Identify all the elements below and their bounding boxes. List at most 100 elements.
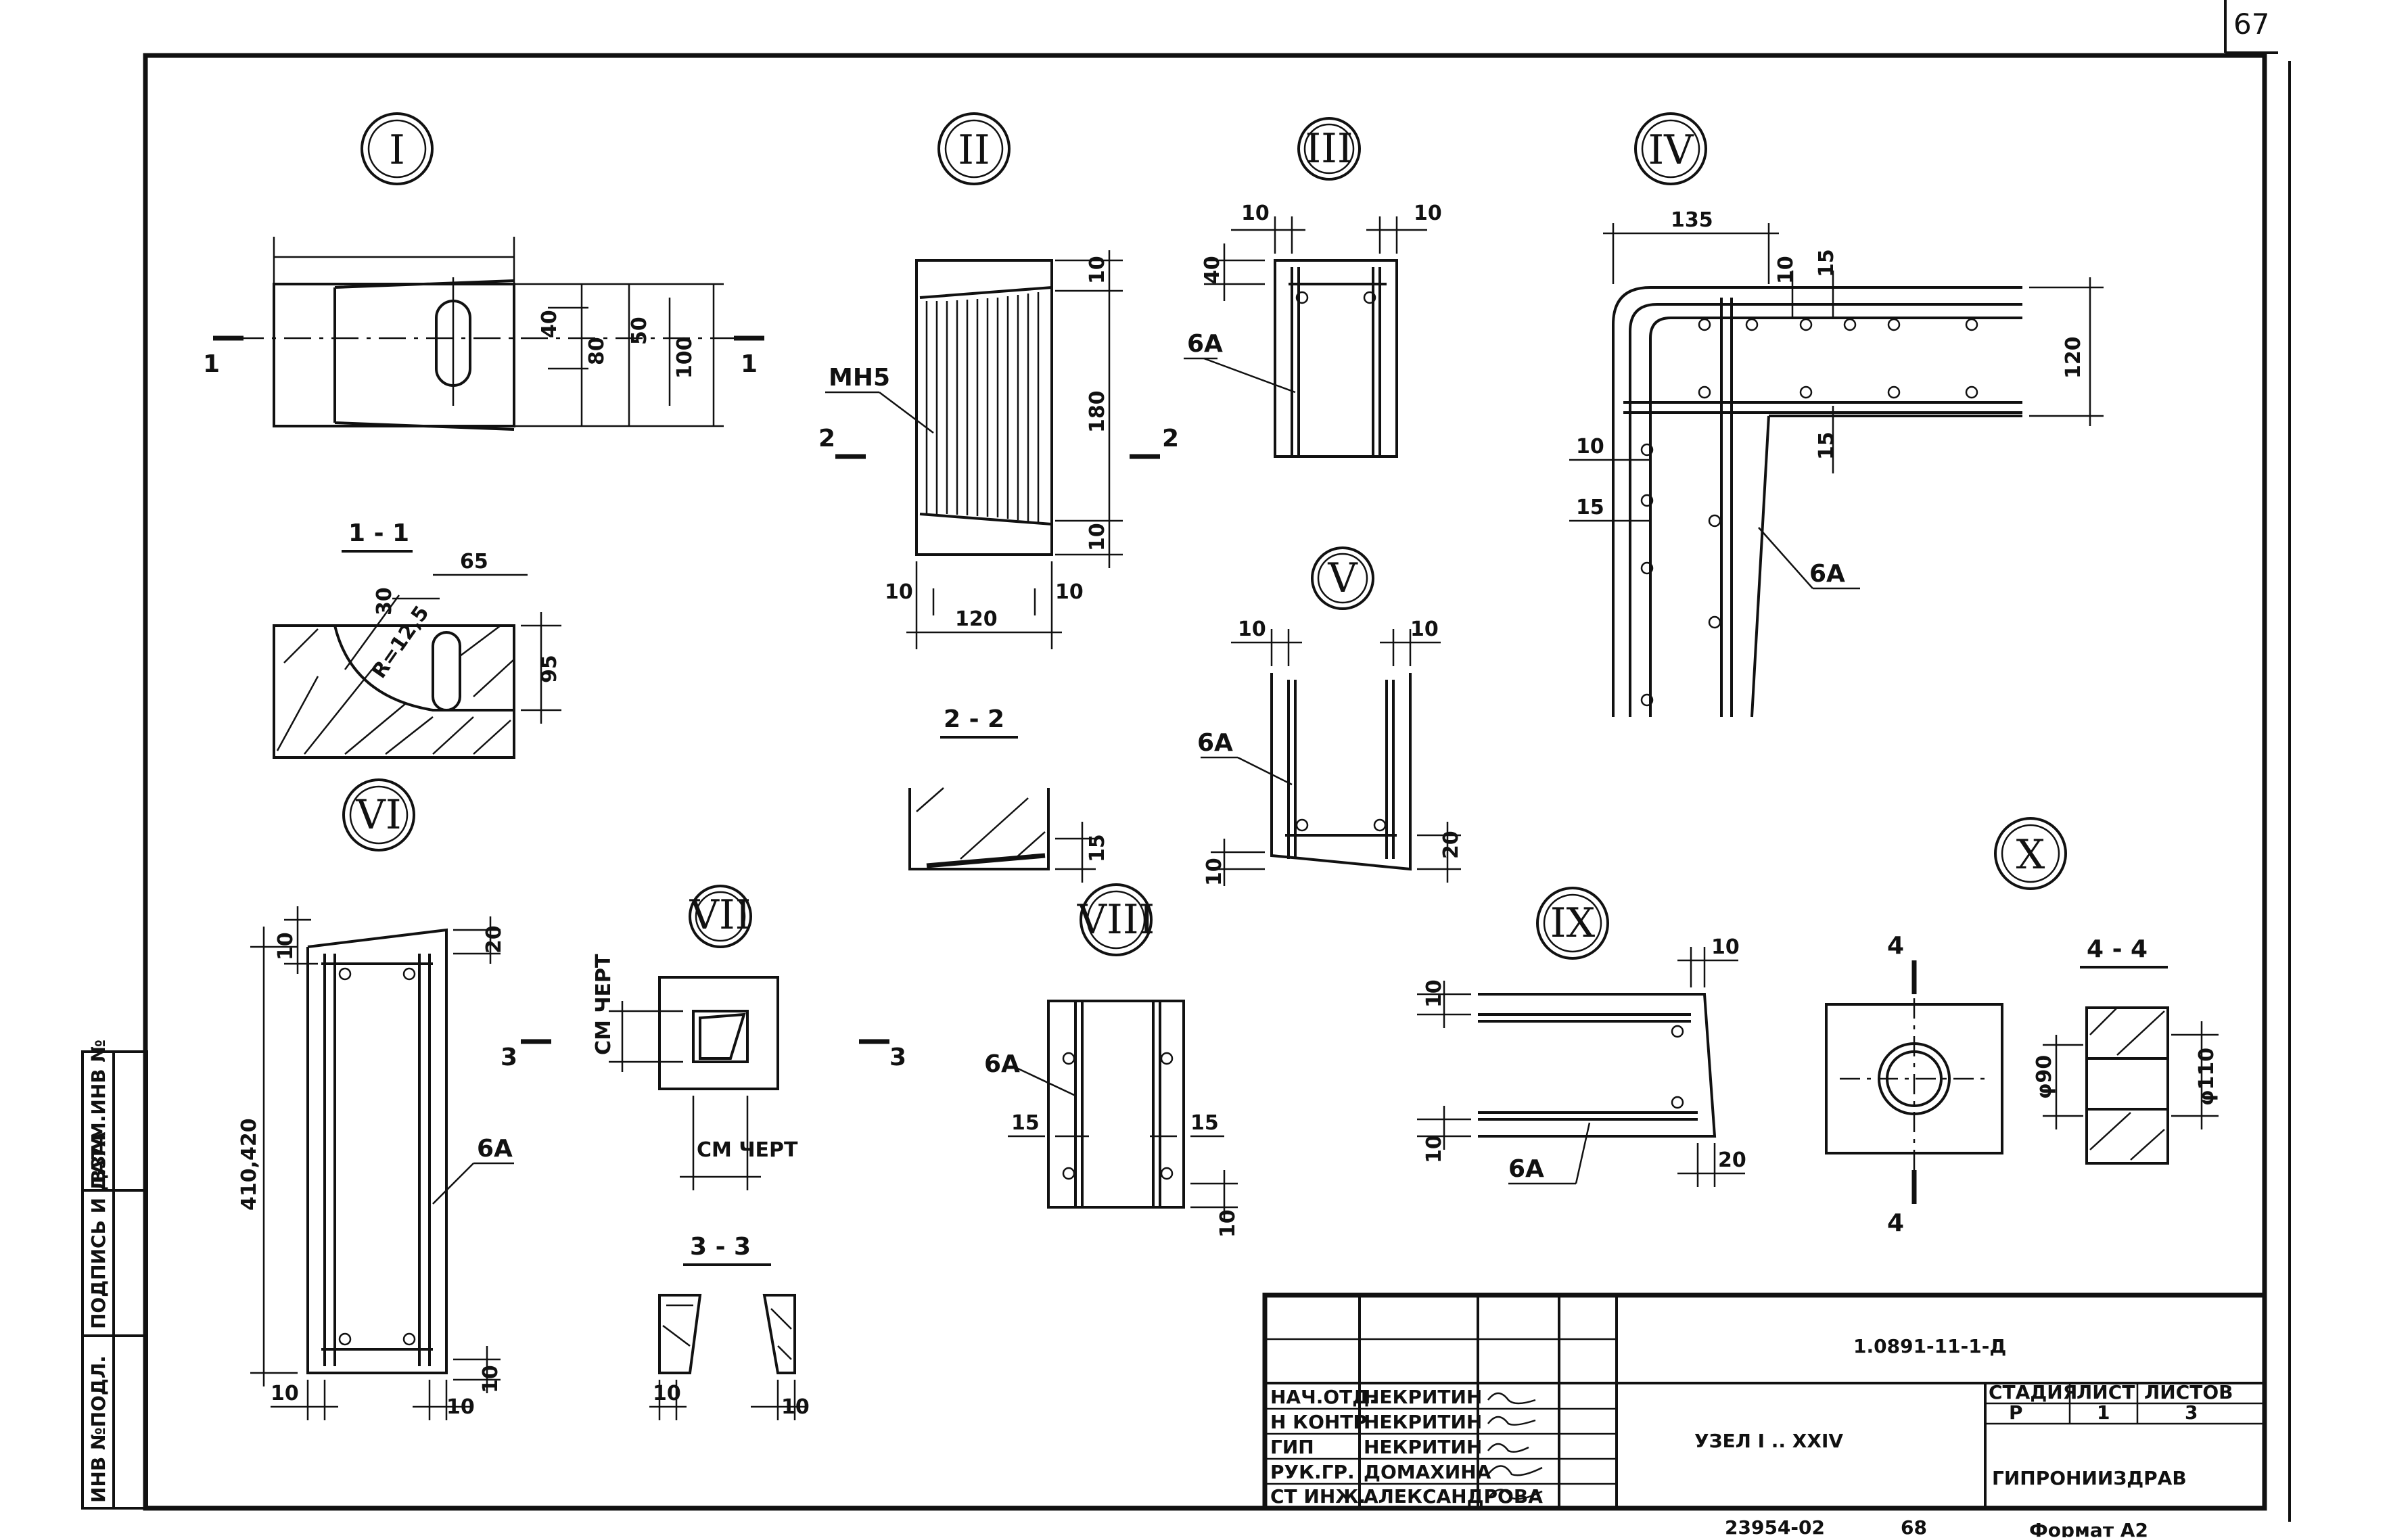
dim-135: 135 xyxy=(1671,208,1713,232)
dim-20-ix: 20 xyxy=(1718,1148,1746,1172)
cut-mark-1-left: 1 xyxy=(203,350,220,378)
role-5: СТ ИНЖ. xyxy=(1270,1485,1366,1508)
node-vii-label: VII xyxy=(689,891,751,939)
section-2-2-title: 2 - 2 xyxy=(944,705,1004,733)
dim-10-ix-right: 10 xyxy=(1711,935,1740,959)
ba-label-v: 6А xyxy=(1197,729,1233,757)
archive-number: 68 xyxy=(1901,1516,1927,1537)
dim-10-iv-side: 10 xyxy=(1576,435,1604,459)
node-vi: VI 410,420 10 20 10 10 10 6А xyxy=(237,778,514,1420)
sheet-format: Формат А2 xyxy=(2029,1519,2148,1537)
node-v-label: V xyxy=(1327,555,1358,602)
ba-label-viii: 6А xyxy=(984,1050,1020,1078)
role-1: НАЧ.ОТД. xyxy=(1270,1386,1376,1408)
organization: ГИПРОНИИЗДРАВ xyxy=(1992,1467,2187,1489)
section-2-2: 2 - 2 15 xyxy=(908,705,1109,883)
node-vi-label: VI xyxy=(355,791,401,839)
section-1-1: 1 - 1 65 30 R=12,5 95 xyxy=(273,519,561,759)
see-drawing-vii-bottom: СМ ЧЕРТ xyxy=(697,1138,798,1162)
doc-title: УЗЕЛ I .. XXIV xyxy=(1694,1430,1843,1452)
dim-10-v-left: 10 xyxy=(1238,617,1266,641)
dim-10-ix-bottom: 10 xyxy=(1422,1135,1446,1163)
stage-value: Р xyxy=(2009,1401,2023,1424)
node-i-label: I xyxy=(389,126,405,174)
node-iii: III 10 10 40 6А xyxy=(1184,117,1442,458)
ba-label-vi: 6А xyxy=(477,1135,513,1163)
section-1-1-title: 1 - 1 xyxy=(348,519,409,547)
stamp-vzam-label: ВЗАМ.ИНВ № xyxy=(87,1040,110,1184)
sheets-value: 3 xyxy=(2185,1401,2198,1424)
cut-mark-1-right: 1 xyxy=(741,350,758,378)
dim-20-vi: 20 xyxy=(482,925,506,954)
dim-10-v-right: 10 xyxy=(1410,617,1439,641)
sheets-header: ЛИСТОВ xyxy=(2144,1381,2233,1403)
dim-10-iii-left: 10 xyxy=(1241,202,1270,225)
node-x: X 4 4 4 - 4 φ90 φ110 xyxy=(1825,817,2219,1237)
phi90-label: φ90 xyxy=(2033,1055,2056,1099)
node-ii-label: II xyxy=(958,126,990,174)
dim-15-s22: 15 xyxy=(1086,834,1109,862)
dim-10-s33-right: 10 xyxy=(781,1395,810,1419)
dim-10-right: 10 xyxy=(1055,580,1084,604)
cut-mark-4-bottom: 4 xyxy=(1887,1209,1904,1237)
cut-mark-3-left: 3 xyxy=(501,1044,517,1071)
dim-15-viii-right: 15 xyxy=(1190,1111,1219,1135)
page-number: 67 xyxy=(2233,7,2269,41)
stamp-signature-label: ПОДПИСЬ И ДАТА xyxy=(87,1131,110,1329)
dim-15-iv-side: 15 xyxy=(1576,496,1604,519)
name-5: АЛЕКСАНДРОВА xyxy=(1364,1485,1543,1508)
dim-10-vi-top: 10 xyxy=(274,932,298,960)
name-1: НЕКРИТИН xyxy=(1364,1386,1482,1408)
dim-10-bottom: 10 xyxy=(1086,523,1109,551)
node-viii: VIII 15 15 10 6А xyxy=(984,883,1240,1238)
node-i: I 1 1 40 80 50 100 xyxy=(203,112,764,431)
name-3: НЕКРИТИН xyxy=(1364,1436,1482,1458)
dim-410-420: 410,420 xyxy=(237,1118,261,1211)
role-3: ГИП xyxy=(1270,1436,1314,1458)
dim-10-top: 10 xyxy=(1086,256,1109,284)
signatures xyxy=(1487,1392,1543,1500)
node-iii-label: III xyxy=(1305,125,1353,172)
cut-mark-2-right: 2 xyxy=(1162,425,1179,452)
cut-mark-2-left: 2 xyxy=(818,425,835,452)
dim-15-iv-top: 15 xyxy=(1815,249,1838,277)
cut-mark-3-right: 3 xyxy=(889,1044,906,1071)
dim-180: 180 xyxy=(1086,390,1109,433)
section-4-4-title: 4 - 4 xyxy=(2087,935,2148,963)
dim-40: 40 xyxy=(538,310,561,338)
dim-95: 95 xyxy=(538,655,561,683)
dim-10-vi-right: 10 xyxy=(446,1395,475,1419)
drawing-frame xyxy=(143,53,2267,1511)
node-ix: IX 10 10 10 20 6А xyxy=(1417,887,1746,1187)
name-4: ДОМАХИНА xyxy=(1364,1461,1491,1483)
dim-10-s33-left: 10 xyxy=(653,1382,681,1405)
title-block: НАЧ.ОТД. Н КОНТР ГИП РУК.ГР. СТ ИНЖ. НЕК… xyxy=(1262,1292,2267,1511)
dim-10-iii-right: 10 xyxy=(1414,202,1442,225)
sheet-header: ЛИСТ xyxy=(2077,1381,2135,1403)
sheet-value: 1 xyxy=(2097,1401,2110,1424)
dim-20-v: 20 xyxy=(1439,831,1463,859)
dim-15-iv-mid: 15 xyxy=(1815,431,1838,460)
section-3-3-title: 3 - 3 xyxy=(690,1233,751,1261)
ba-label-iv: 6А xyxy=(1809,560,1845,588)
node-iv: IV 135 120 10 15 15 10 1 xyxy=(1569,112,2104,718)
dim-10-iv: 10 xyxy=(1774,256,1798,284)
dim-10-vi-left: 10 xyxy=(271,1382,299,1405)
role-4: РУК.ГР. xyxy=(1270,1461,1355,1483)
name-2: НЕКРИТИН xyxy=(1364,1411,1482,1433)
dim-10-ix-top: 10 xyxy=(1422,979,1446,1008)
stage-header: СТАДИЯ xyxy=(1989,1381,2077,1403)
see-drawing-vii-side: СМ ЧЕРТ xyxy=(592,954,616,1055)
dim-10-vi-bottom: 10 xyxy=(479,1365,503,1393)
side-stamp: ИНВ №ПОДЛ. ПОДПИСЬ И ДАТА ВЗАМ.ИНВ № xyxy=(81,1040,148,1510)
dim-80: 80 xyxy=(585,337,609,365)
role-2: Н КОНТР xyxy=(1270,1411,1367,1433)
dim-50: 50 xyxy=(628,317,651,345)
phi110-label: φ110 xyxy=(2195,1048,2219,1106)
stamp-inv-label: ИНВ №ПОДЛ. xyxy=(87,1355,110,1503)
ba-label-ix: 6А xyxy=(1508,1155,1544,1183)
node-ii: II 10 180 10 10 10 120 МН5 2 2 xyxy=(818,112,1179,649)
node-vii: VII 3 3 СМ ЧЕРТ СМ ЧЕРТ xyxy=(501,885,906,1190)
dim-120: 120 xyxy=(955,607,998,631)
